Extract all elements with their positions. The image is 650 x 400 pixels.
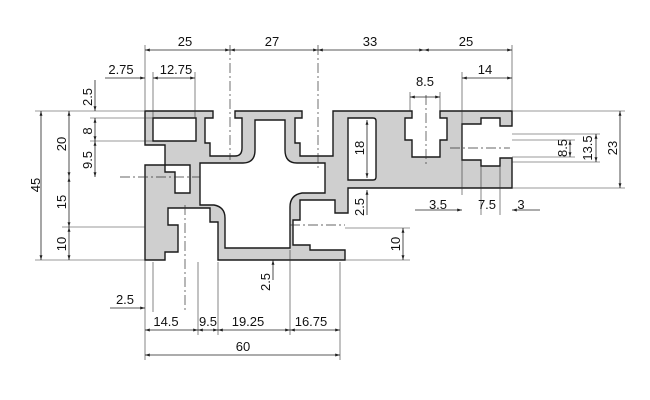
dim-3: 3 — [517, 197, 524, 212]
aluminium-profile — [144, 110, 513, 261]
dim-2-5-inner: 2.5 — [352, 198, 367, 216]
dim-7-5: 7.5 — [478, 197, 496, 212]
dim-14: 14 — [478, 62, 492, 77]
dim-14-5: 14.5 — [153, 314, 178, 329]
dim-2-5-bottom-left: 2.5 — [116, 292, 134, 307]
dim-8: 8 — [80, 127, 95, 134]
dim-60: 60 — [236, 339, 250, 354]
dim-13-5: 13.5 — [580, 135, 595, 160]
dim-2-75: 2.75 — [108, 62, 133, 77]
dim-18: 18 — [352, 141, 367, 155]
dim-9-5-left: 9.5 — [80, 151, 95, 169]
dim-top-3: 33 — [363, 34, 377, 49]
dim-45: 45 — [28, 178, 43, 192]
dim-9-5-bottom: 9.5 — [199, 314, 217, 329]
dim-top-4: 25 — [459, 34, 473, 49]
dim-16-75: 16.75 — [295, 314, 328, 329]
dim-2-5-left: 2.5 — [80, 88, 95, 106]
dim-10-left: 10 — [54, 237, 69, 251]
dim-10-right: 10 — [388, 237, 403, 251]
dim-12-75: 12.75 — [160, 62, 193, 77]
dim-slot-8-5: 8.5 — [416, 74, 434, 89]
dim-8-5-right: 8.5 — [555, 139, 570, 157]
dim-3-5: 3.5 — [429, 197, 447, 212]
dim-top-2: 27 — [265, 34, 279, 49]
dim-top-1: 25 — [178, 34, 192, 49]
dim-23: 23 — [605, 141, 620, 155]
dim-19-25: 19.25 — [232, 314, 265, 329]
dim-15: 15 — [54, 195, 69, 209]
dim-2-5-bottom: 2.5 — [258, 273, 273, 291]
dim-20: 20 — [54, 137, 69, 151]
